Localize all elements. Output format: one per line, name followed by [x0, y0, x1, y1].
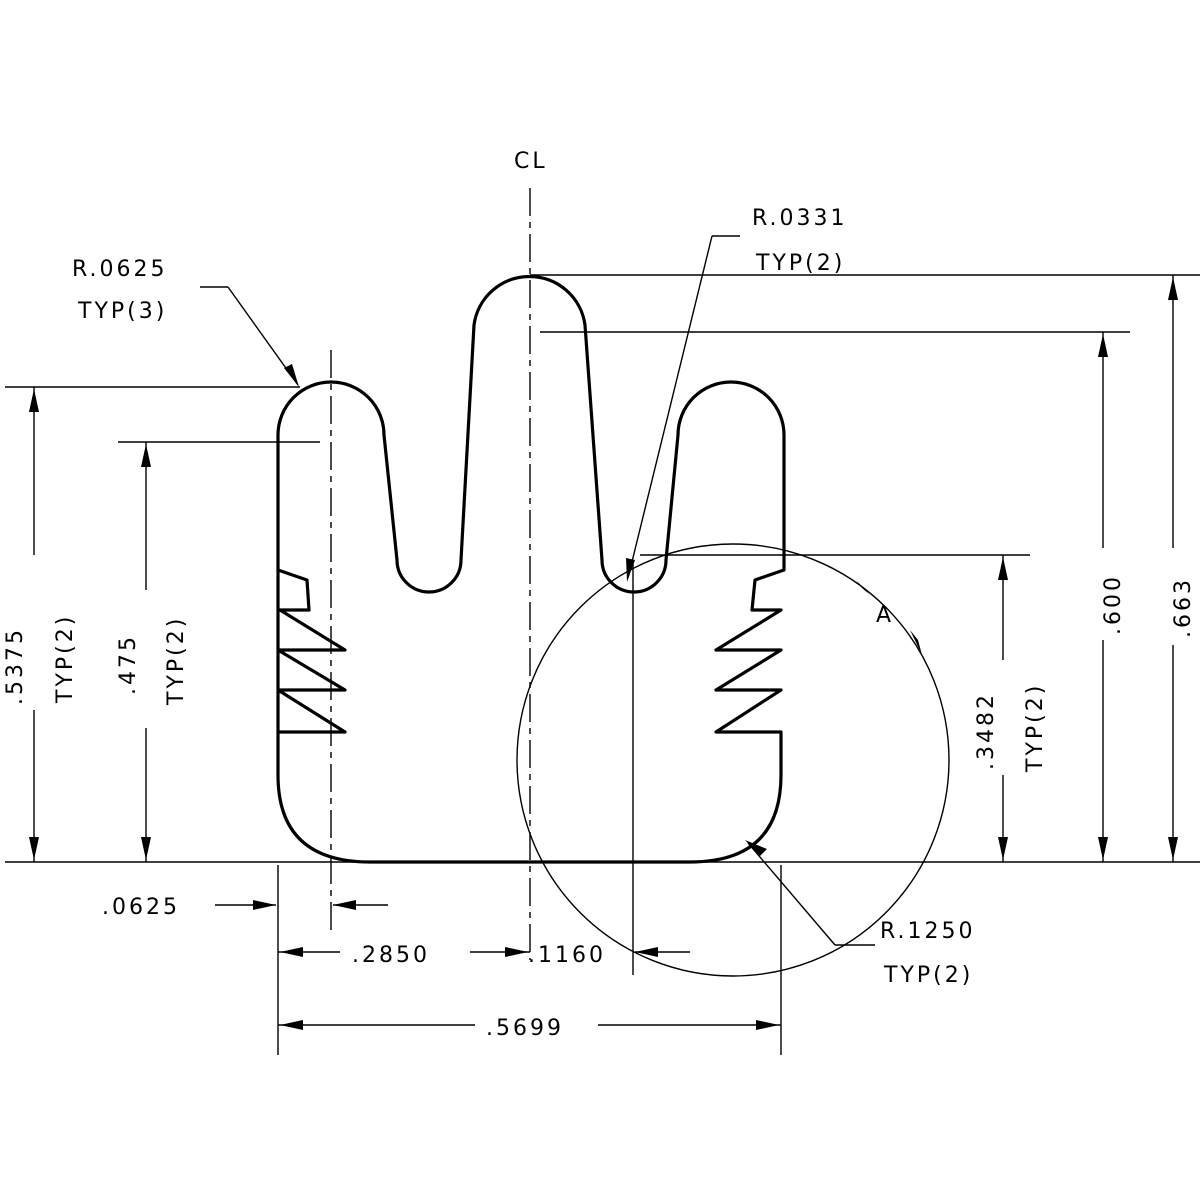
part-profile-outline — [276, 274, 786, 864]
dim-0625-value: .0625 — [102, 895, 180, 920]
dim-5699-value: .5699 — [486, 1016, 564, 1041]
dim-3482-note: TYP(2) — [1023, 683, 1048, 773]
dim-2850-value: .2850 — [352, 943, 430, 968]
dimension-5375: .5375 TYP(2) — [3, 387, 78, 862]
dimension-1160: .1160 — [528, 943, 690, 968]
detail-arrow-upper — [856, 580, 870, 595]
dimension-0625-width: .0625 — [102, 895, 388, 920]
dim-475-value: .475 — [116, 634, 141, 695]
dimension-663: .663 — [1168, 275, 1196, 862]
dimension-475: .475 TYP(2) — [116, 442, 189, 862]
leader-r0625: R.0625 TYP(3) — [72, 257, 299, 387]
leader-r0625-note: TYP(3) — [77, 299, 167, 324]
dimension-600: .600 — [1098, 332, 1126, 862]
dim-3482-value: .3482 — [974, 692, 999, 770]
dim-5375-note: TYP(2) — [53, 614, 78, 704]
dim-475-note: TYP(2) — [164, 616, 189, 706]
leader-r1250: R.1250 TYP(2) — [745, 840, 975, 988]
detail-label: A — [876, 603, 894, 628]
centerline-symbol: CL — [514, 149, 548, 174]
detail-circle — [516, 543, 950, 977]
leader-r0331-note: TYP(2) — [755, 251, 845, 276]
leader-r0625-value: R.0625 — [72, 257, 167, 282]
dimension-2850: .2850 — [278, 943, 530, 968]
dim-663-value: .663 — [1171, 577, 1196, 638]
dimension-3482: .3482 TYP(2) — [974, 555, 1048, 862]
detail-arrow-lower — [910, 630, 922, 655]
dim-600-value: .600 — [1101, 574, 1126, 635]
dimension-5699: .5699 — [278, 1016, 781, 1041]
dim-1160-value: .1160 — [528, 943, 606, 968]
leader-r1250-value: R.1250 — [880, 919, 975, 944]
leader-r0331-value: R.0331 — [752, 206, 847, 231]
dim-5375-value: .5375 — [3, 627, 28, 705]
leader-r0331: R.0331 TYP(2) — [626, 206, 847, 582]
leader-r1250-note: TYP(2) — [883, 963, 973, 988]
